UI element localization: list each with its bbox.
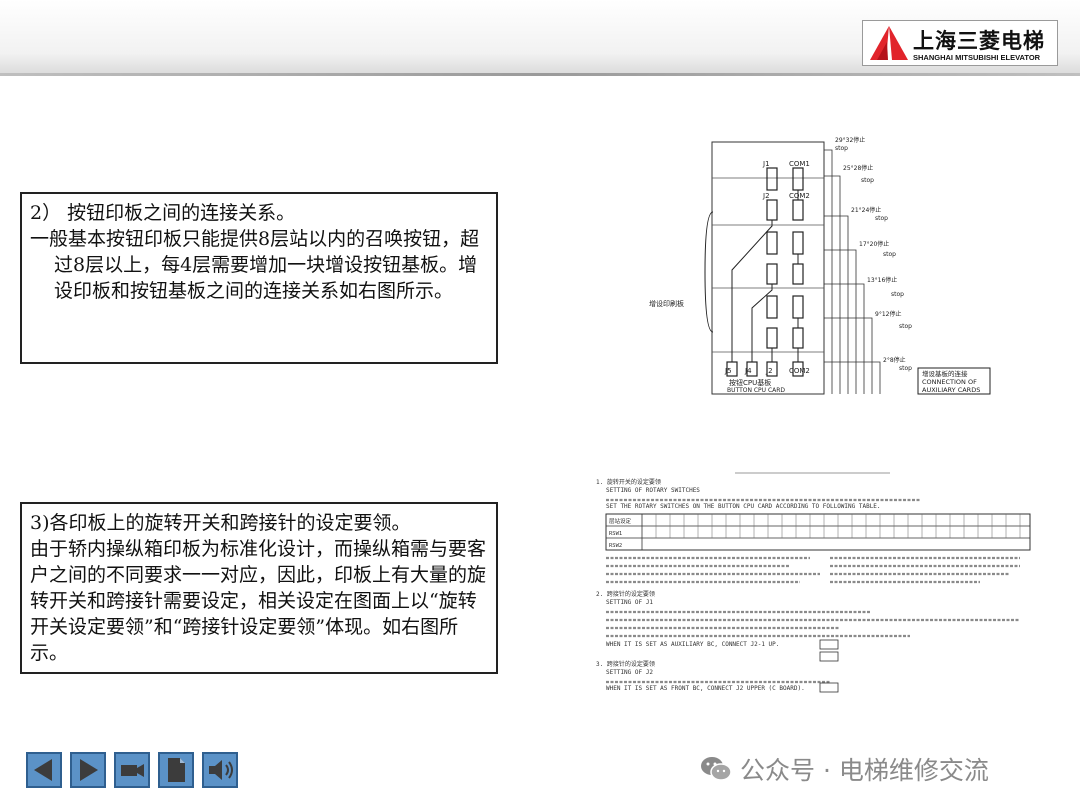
camera-icon <box>114 752 150 788</box>
table-row-label-floor: 层站设定 <box>609 517 632 525</box>
sheet-line-4: 2. 跨接针的设定要领 <box>596 590 655 598</box>
speaker-icon <box>202 752 238 788</box>
table-row-label-rsw1: RSW1 <box>609 531 622 537</box>
board-label-cn: 按钮CPU基板 <box>729 378 771 387</box>
board-label-en: BUTTON CPU CARD <box>727 387 785 394</box>
stop-word-7: stop <box>899 365 912 372</box>
auxiliary-card-connection-diagram: J1 COM1 J2 COM2 J5 J4 J2 COM2 按钮CPU基板 BU… <box>649 136 991 395</box>
stop-label-25-28: 25°28停止 <box>843 164 873 172</box>
sheet-line-8: SETTING OF J2 <box>606 669 653 676</box>
legend-label-en1: CONNECTION OF <box>922 378 977 386</box>
next-slide-button[interactable] <box>70 752 106 788</box>
logo-name-cn: 上海三菱电梯 <box>913 29 1045 53</box>
bottom-label-com2: COM2 <box>789 367 810 375</box>
stop-label-9-12: 9°12停止 <box>875 310 901 318</box>
stop-word-1: stop <box>835 145 848 152</box>
sheet-line-2: SETTING OF ROTARY SWITCHES <box>606 487 700 494</box>
video-button[interactable] <box>114 752 150 788</box>
sheet-line-9: WHEN IT IS SET AS FRONT BC, CONNECT J2 U… <box>606 685 805 692</box>
sheet-line-3: SET THE ROTARY SWITCHES ON THE BUTTON CP… <box>606 503 881 510</box>
connector-label-j2: J2 <box>762 192 770 200</box>
watermark-text: 公众号 · 电梯维修交流 <box>740 756 989 785</box>
bottom-label-j5: J5 <box>724 367 732 375</box>
logo-name-en: SHANGHAI MITSUBISHI ELEVATOR <box>913 53 1041 62</box>
settings-heading: 3)各印板上的旋转开关和跨接针的设定要领。 <box>30 512 411 534</box>
bottom-label-j4: J4 <box>744 367 752 375</box>
connector-label-com1: COM1 <box>789 160 810 168</box>
stop-label-2-8: 2°8停止 <box>883 356 906 364</box>
legend-label-cn: 增设基板的连接 <box>922 369 968 378</box>
stop-word-3: stop <box>875 215 888 222</box>
stop-label-17-20: 17°20停止 <box>859 240 889 248</box>
bottom-label-j2: J2 <box>765 367 773 375</box>
stop-label-21-24: 21°24停止 <box>851 206 881 214</box>
stop-word-4: stop <box>883 251 896 258</box>
sheet-line-6: WHEN IT IS SET AS AUXILIARY BC, CONNECT … <box>606 641 779 648</box>
connection-heading: 2） 按钮印板之间的连接关系。 <box>30 202 296 224</box>
document-button[interactable] <box>158 752 194 788</box>
stop-word-5: stop <box>891 291 904 298</box>
prev-slide-button[interactable] <box>26 752 62 788</box>
stop-label-29-32: 29°32停止 <box>835 136 865 144</box>
next-icon <box>70 752 106 788</box>
document-icon <box>158 752 194 788</box>
sound-button[interactable] <box>202 752 238 788</box>
connection-paragraph: 一般基本按钮印板只能提供8层站以内的召唤按钮，超过8层以上，每4层需要增加一块增… <box>30 228 480 302</box>
wechat-watermark: 公众号 · 电梯维修交流 <box>700 749 989 789</box>
header-divider <box>0 73 1080 76</box>
sheet-line-5: SETTING OF J1 <box>606 599 653 606</box>
auxiliary-card-label: 增设印刷板 <box>649 299 684 308</box>
logo-mark-icon <box>870 26 908 60</box>
settings-description-box: 3)各印板上的旋转开关和跨接针的设定要领。 由于轿内操纵箱印板为标准化设计，而操… <box>20 502 498 674</box>
prev-icon <box>26 752 62 788</box>
sheet-line-1: 1. 旋转开关的设定要领 <box>596 478 661 486</box>
setting-instructions-sheet: 1. 旋转开关的设定要领 SETTING OF ROTARY SWITCHES … <box>596 472 1031 693</box>
company-logo: 上海三菱电梯 SHANGHAI MITSUBISHI ELEVATOR <box>862 20 1058 66</box>
connector-label-com2: COM2 <box>789 192 810 200</box>
stop-word-2: stop <box>861 177 874 184</box>
legend-label-en2: AUXILIARY CARDS <box>922 386 980 394</box>
settings-paragraph: 由于轿内操纵箱印板为标准化设计，而操纵箱需与要客户之间的不同要求一一对应，因此，… <box>30 538 487 664</box>
stop-label-13-16: 13°16停止 <box>867 276 897 284</box>
connection-description-box: 2） 按钮印板之间的连接关系。 一般基本按钮印板只能提供8层站以内的召唤按钮，超… <box>20 192 498 364</box>
table-row-label-rsw2: RSW2 <box>609 543 622 549</box>
connector-label-j1: J1 <box>762 160 770 168</box>
wechat-icon <box>701 757 732 781</box>
stop-word-6: stop <box>899 323 912 330</box>
sheet-line-7: 3. 跨接针的设定要领 <box>596 660 655 668</box>
